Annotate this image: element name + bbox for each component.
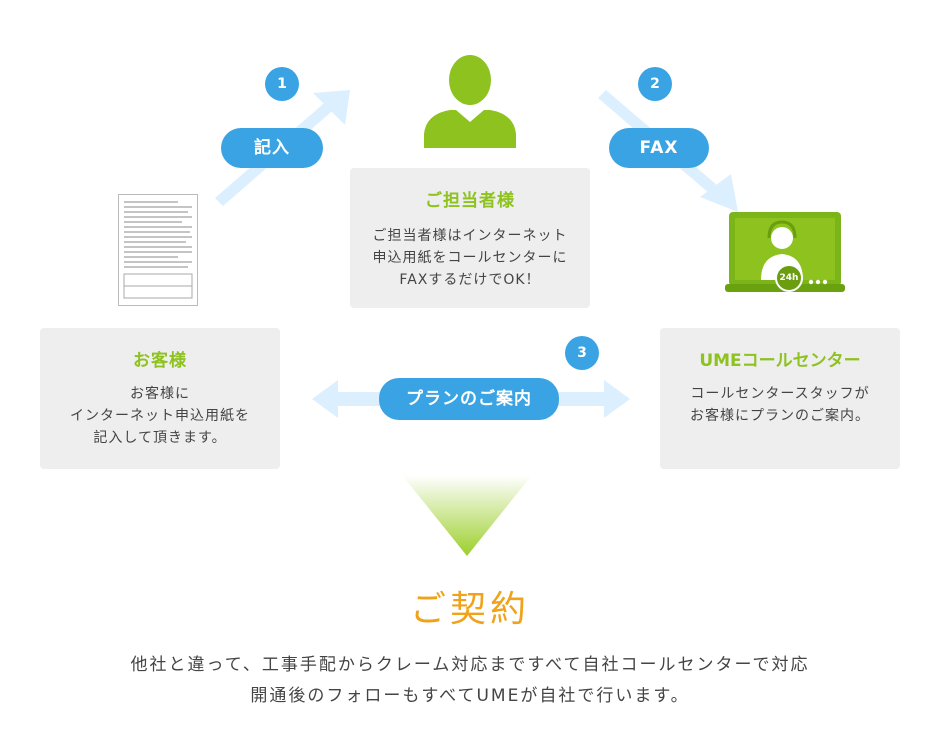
callcenter-monitor-icon (725, 212, 845, 292)
person-text-line: ご担当者様はインターネット (372, 228, 568, 244)
footer-line-2: 開通後のフォローもすべてUMEが自社で行います。 (250, 686, 690, 706)
callcenter-title: UMEコールセンター (699, 351, 861, 371)
application-form-icon (118, 194, 198, 306)
plan-guide-pill: プランのご案内 (379, 378, 559, 420)
entry-pill: 記入 (221, 128, 323, 168)
step-2-badge: 2 (638, 67, 672, 101)
step-1-badge: 1 (265, 67, 299, 101)
customer-text-line: 記入して頂きます。 (93, 430, 227, 446)
footer-line-1: 他社と違って、工事手配からクレーム対応まですべて自社コールセンターで対応 (130, 655, 810, 675)
person-in-charge-box: ご担当者様 ご担当者様はインターネット 申込用紙をコールセンターに FAXするだ… (350, 168, 590, 308)
monitor-24h-badge: 24h (779, 273, 799, 283)
person-in-charge-title: ご担当者様 (425, 191, 515, 211)
customer-box: お客様 お客様に インターネット申込用紙を 記入して頂きます。 (40, 328, 280, 469)
customer-text-line: お客様に (130, 386, 190, 402)
customer-text-line: インターネット申込用紙を (70, 408, 250, 424)
callcenter-text-line: お客様にプランのご案内。 (690, 408, 870, 424)
down-triangle-icon (402, 475, 532, 556)
contract-heading: ご契約 (409, 589, 530, 630)
person-text-line: FAXするだけでOK！ (399, 272, 541, 288)
callcenter-text-line: コールセンタースタッフが (690, 386, 870, 402)
person-text-line: 申込用紙をコールセンターに (372, 250, 568, 266)
person-icon (424, 55, 516, 148)
callcenter-box: UMEコールセンター コールセンタースタッフが お客様にプランのご案内。 (660, 328, 900, 469)
fax-pill: FAX (609, 128, 709, 168)
step-3-badge: 3 (565, 336, 599, 370)
customer-title: お客様 (133, 351, 187, 371)
